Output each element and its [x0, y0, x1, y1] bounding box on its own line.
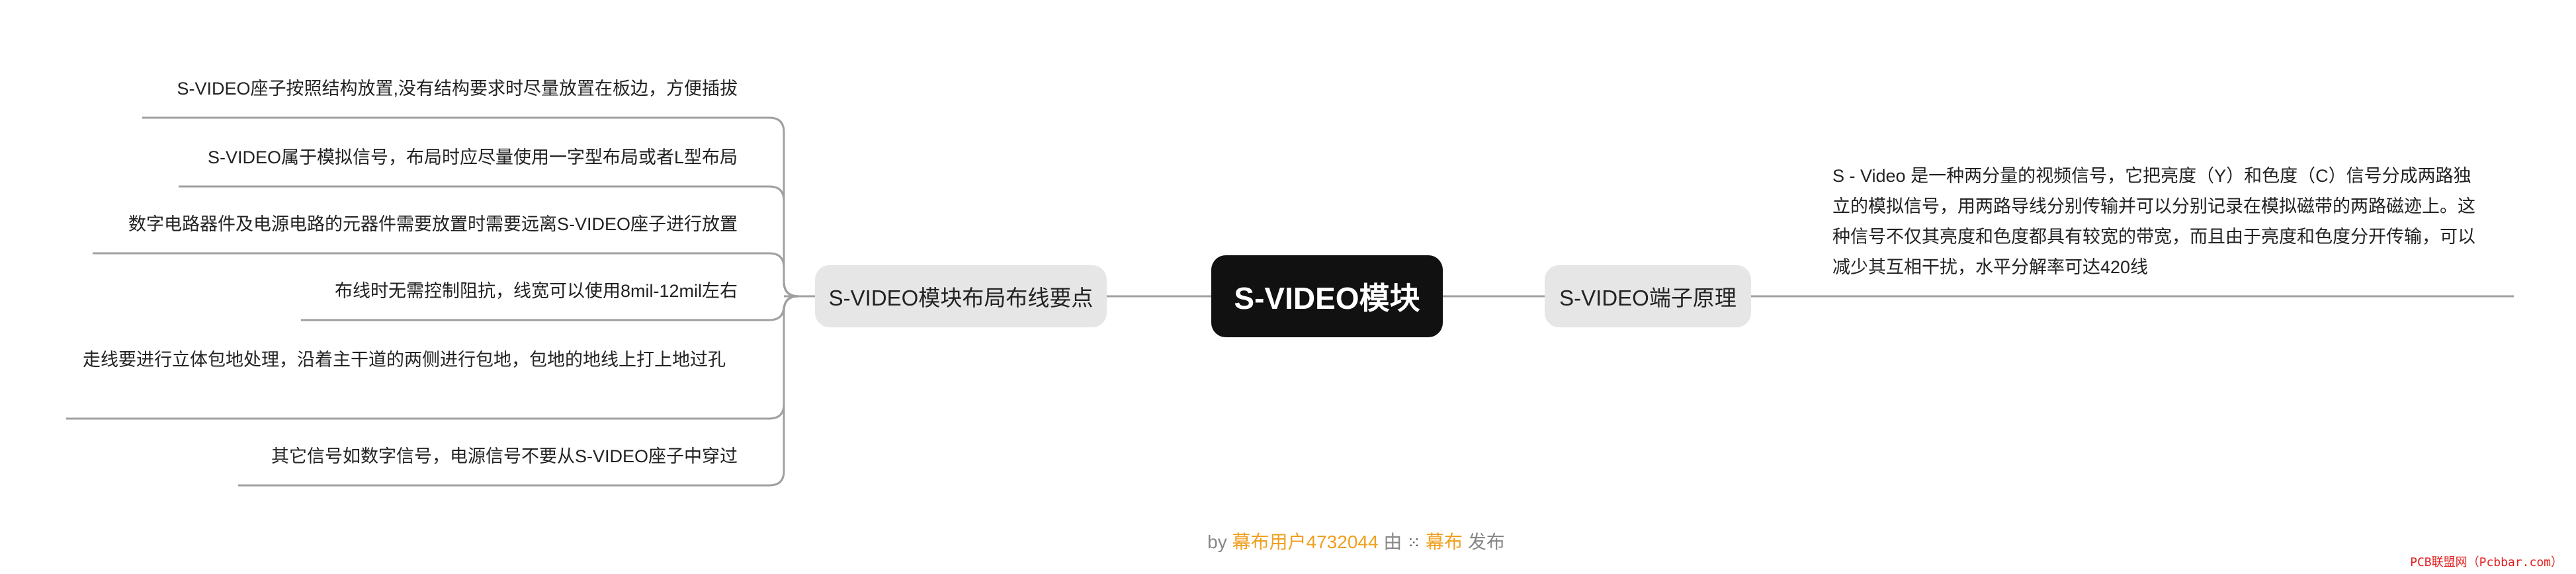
footer-by: by — [1207, 532, 1227, 552]
leaf-item-4[interactable]: 布线时无需控制阻抗，线宽可以使用8mil-12mil左右 — [334, 281, 738, 301]
footer-brand-link[interactable]: 幕布 — [1426, 532, 1463, 552]
leaf-connector-6 — [238, 295, 799, 487]
leaf-item-5[interactable]: 走线要进行立体包地处理，沿着主干道的两侧进行包地，包地的地线上打上地过孔 — [83, 350, 726, 370]
principle-description[interactable]: S - Video 是一种两分量的视频信号，它把亮度（Y）和色度（C）信号分成两… — [1832, 166, 2475, 277]
footer-user-link[interactable]: 幕布用户4732044 — [1232, 532, 1379, 552]
root-node[interactable]: S-VIDEO模块 — [1211, 255, 1443, 337]
footer: by 幕布用户4732044 由 ⁙ 幕布 发布 — [992, 528, 1720, 554]
mubu-logo-icon: ⁙ — [1407, 534, 1421, 552]
leaf-item-3[interactable]: 数字电路器件及电源电路的元器件需要放置时需要远离S-VIDEO座子进行放置 — [128, 214, 738, 234]
branch-layout-routing[interactable]: S-VIDEO模块布局布线要点 — [815, 265, 1107, 327]
branch-principle[interactable]: S-VIDEO端子原理 — [1545, 265, 1751, 327]
watermark: PCB联盟网（Pcbbar.com） — [2410, 555, 2563, 569]
leaf-item-2[interactable]: S-VIDEO属于模拟信号，布局时应尽量使用一字型布局或者L型布局 — [207, 147, 738, 167]
footer-middle: 由 — [1383, 532, 1402, 552]
leaf-connector-3 — [93, 252, 799, 298]
leaf-item-1[interactable]: S-VIDEO座子按照结构放置,没有结构要求时尽量放置在板边，方便插拔 — [177, 79, 738, 99]
footer-suffix: 发布 — [1467, 532, 1505, 552]
leaf-item-6[interactable]: 其它信号如数字信号，电源信号不要从S-VIDEO座子中穿过 — [271, 446, 738, 466]
